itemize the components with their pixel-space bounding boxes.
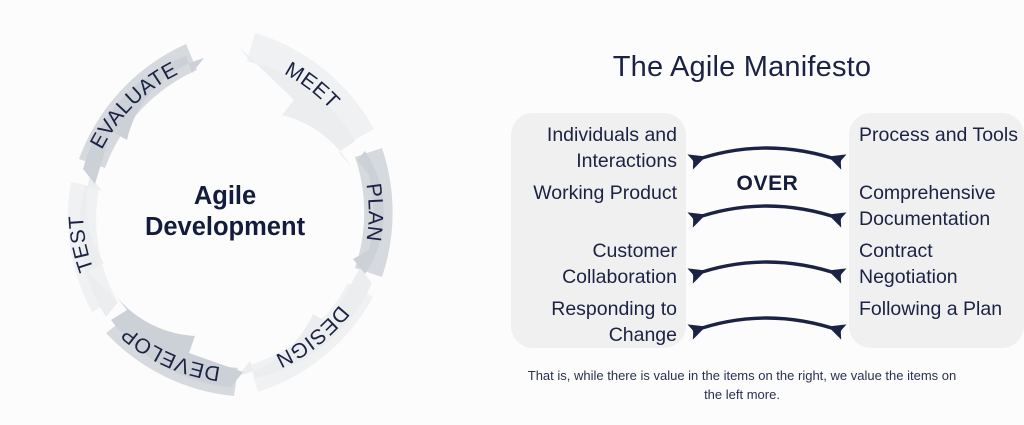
cycle-segments bbox=[79, 47, 384, 387]
cycle-segment-develop[interactable] bbox=[111, 295, 243, 387]
left-value-item: Working Product bbox=[533, 182, 677, 204]
right-value-item: Comprehensive Documentation bbox=[859, 182, 996, 230]
arrow-double-headed-4 bbox=[687, 316, 847, 340]
left-value-item: Responding to Change bbox=[551, 298, 677, 346]
over-label: OVER bbox=[736, 172, 799, 195]
left-value-item: Customer Collaboration bbox=[562, 240, 677, 288]
agile-manifesto-panel: The Agile Manifesto Individuals and Inte… bbox=[460, 0, 1024, 425]
agile-cycle-svg: MEET PLAN DESIGN DEVELOP TEST EVALUATE A… bbox=[65, 33, 393, 396]
left-value-item: Individuals and Interactions bbox=[546, 124, 677, 172]
right-value-item: Process and Tools bbox=[859, 124, 1018, 146]
right-value-item: Following a Plan bbox=[859, 298, 1003, 320]
manifesto-footnote: That is, while there is value in the ite… bbox=[527, 368, 957, 402]
outer-ring-arc-1 bbox=[247, 33, 374, 143]
agile-cycle-diagram: MEET PLAN DESIGN DEVELOP TEST EVALUATE A… bbox=[0, 0, 450, 425]
manifesto-left-values-panel: Individuals and Interactions Working Pro… bbox=[511, 113, 686, 348]
manifesto-title: The Agile Manifesto bbox=[612, 51, 872, 83]
cycle-segment-evaluate[interactable] bbox=[83, 56, 204, 184]
cycle-segment-meet[interactable] bbox=[239, 47, 355, 167]
cycle-label-plan: PLAN bbox=[362, 182, 387, 243]
cycle-center-title-line2: Development bbox=[145, 213, 306, 241]
cycle-center-title-line1: Agile bbox=[194, 182, 256, 210]
arrow-double-headed-2 bbox=[687, 204, 847, 228]
arrow-double-headed-1 bbox=[687, 146, 847, 170]
cycle-segment-design[interactable] bbox=[238, 268, 372, 378]
cycle-center-disc bbox=[119, 106, 331, 318]
arrow-double-headed-3 bbox=[687, 260, 847, 284]
right-value-item: Contract Negotiation bbox=[859, 240, 958, 288]
manifesto-right-values-panel: Process and Tools Comprehensive Document… bbox=[849, 113, 1024, 348]
cycle-segment-test[interactable] bbox=[79, 176, 118, 317]
cycle-segment-plan[interactable] bbox=[353, 151, 384, 274]
